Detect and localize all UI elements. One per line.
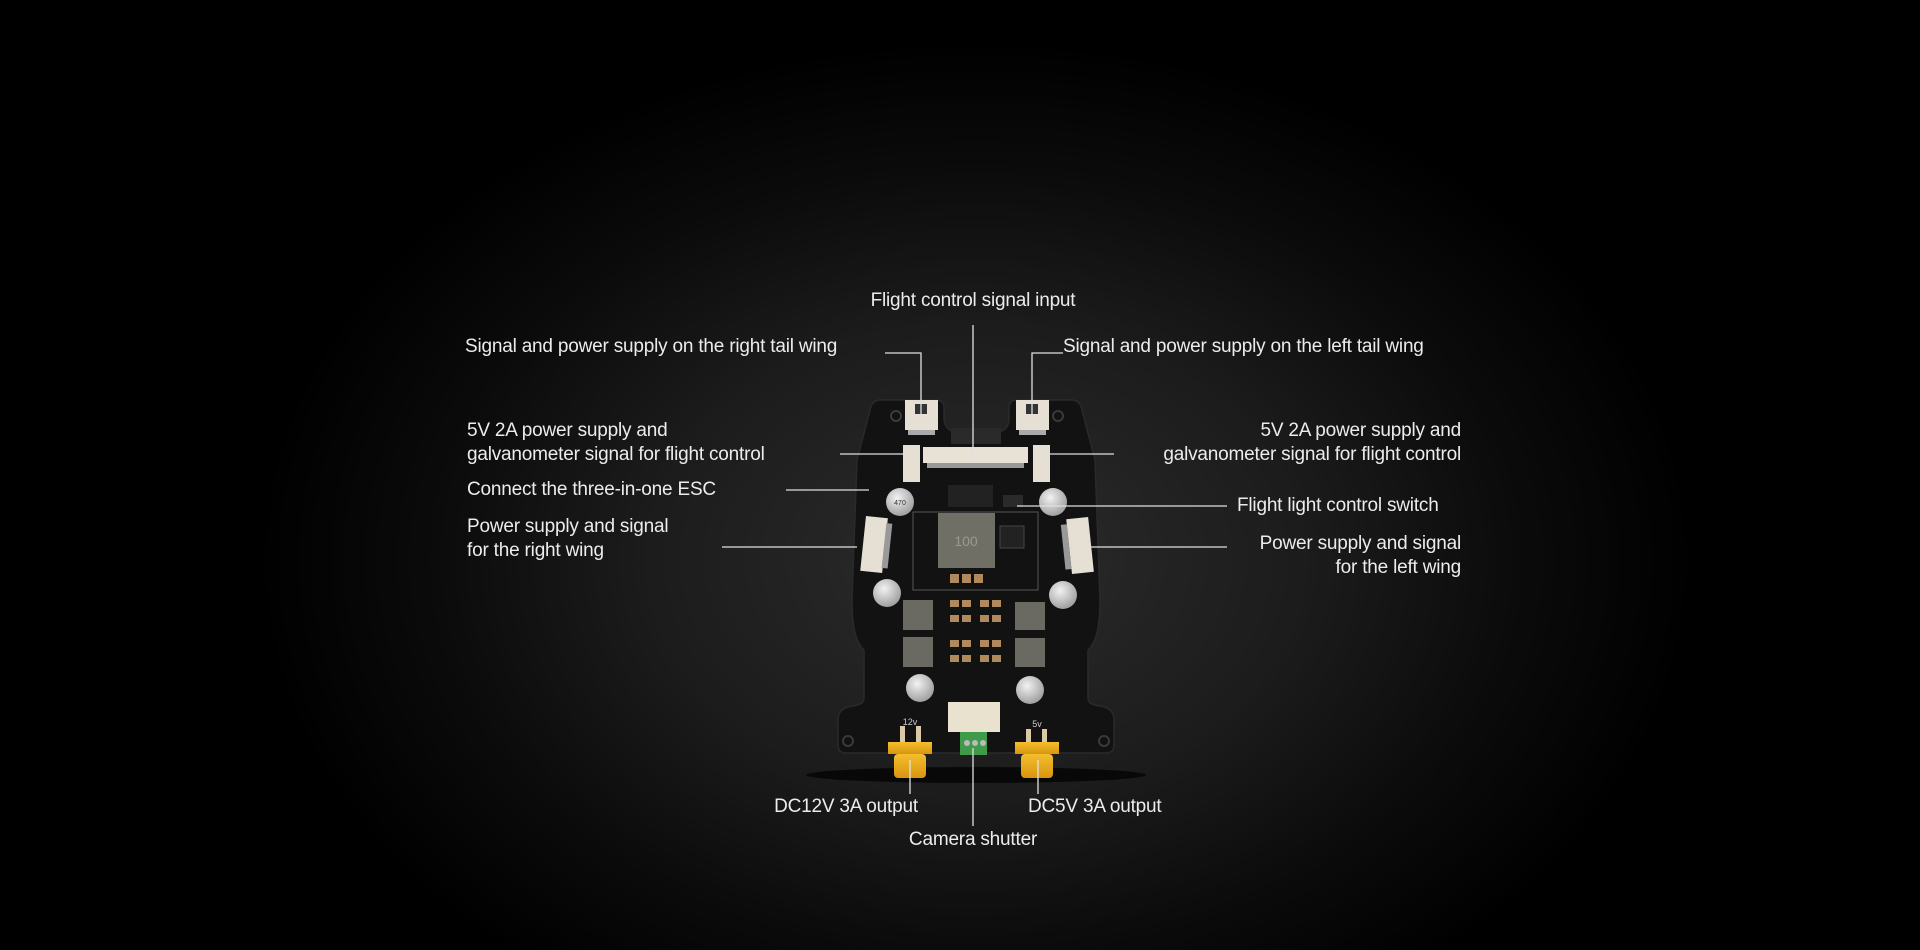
label-line: 5V 2A power supply and [467,420,668,441]
camera-terminal [960,732,987,755]
label-fc-power-right: 5V 2A power supply and galvanometer sign… [1163,419,1461,467]
capacitors: 470 [873,488,1077,704]
xt30-5v-connector [1015,729,1059,778]
wing-connector-right [860,516,893,574]
label-line: 5V 2A power supply and [1260,420,1461,441]
inductors-330 [903,600,1045,667]
label-dc12v: DC12V 3A output [774,796,918,817]
label-camera-shutter: Camera shutter [908,829,1038,850]
label-flight-control-input: Flight control signal input [870,290,1076,311]
power-module-frame [912,511,1039,591]
label-fc-power-left: 5V 2A power supply and galvanometer sign… [467,419,765,467]
switch-chip [948,485,993,507]
callout-lines [722,325,1227,826]
silk-5v: 5v [1032,719,1042,729]
cap-marking: 470 [894,500,906,507]
mosfet [999,525,1025,549]
mount-holes [842,410,1110,747]
fc-power-connector-right [1033,445,1050,482]
board-shadow [806,767,1146,783]
label-right-tail-wing: Signal and power supply on the right tai… [465,336,838,357]
silk-12v: 12v [903,717,918,727]
label-line: for the right wing [467,540,604,561]
label-left-wing: Power supply and signal for the left win… [1259,532,1462,580]
label-line: Power supply and signal [1259,533,1462,554]
wing-connector-left [1060,516,1094,574]
label-left-tail-wing: Signal and power supply on the left tail… [1063,336,1424,357]
inductor-marking: 100 [954,533,978,549]
main-inductor: 100 [938,513,995,568]
label-line: galvanometer signal for flight control [467,444,765,465]
label-flight-light: Flight light control switch [1237,495,1439,516]
label-line: Power supply and signal [467,516,669,537]
light-switch-chip [1003,495,1023,507]
label-line: for the left wing [1335,557,1462,578]
smd-components [950,574,1001,662]
label-dc5v: DC5V 3A output [1028,796,1162,817]
label-right-wing: Power supply and signal for the right wi… [467,515,669,563]
chip-cluster [951,428,1001,444]
label-line: galvanometer signal for flight control [1163,444,1461,465]
relay [948,702,1000,732]
fc-power-connector-left [903,445,920,482]
fc-signal-connector [923,447,1028,468]
label-esc: Connect the three-in-one ESC [467,479,716,500]
